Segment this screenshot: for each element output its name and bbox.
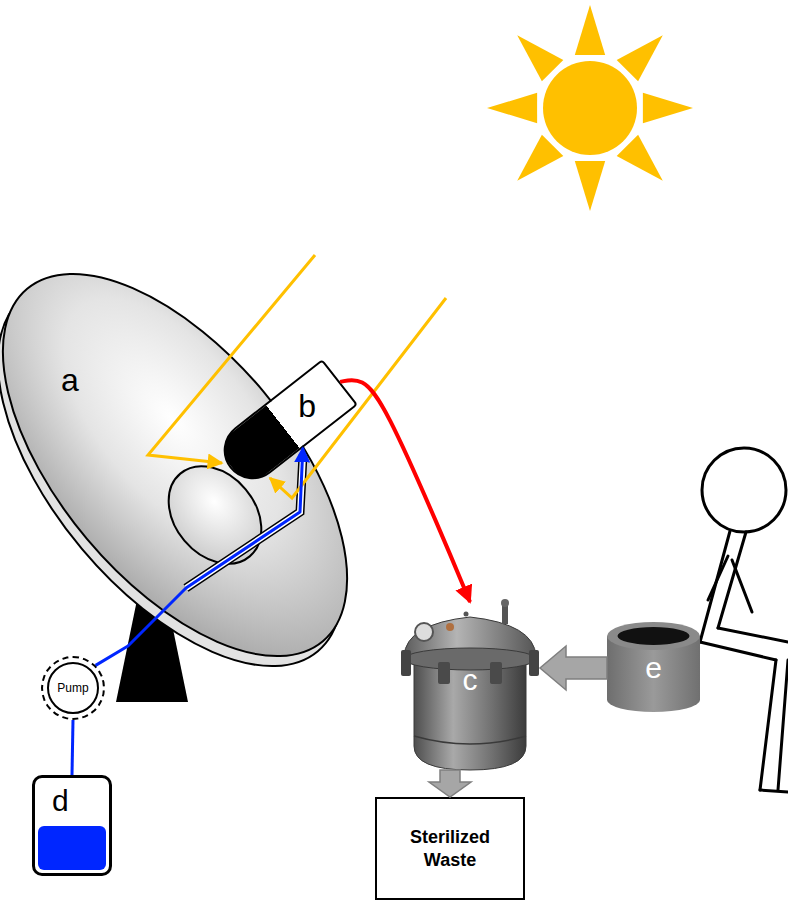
- figure-head: [702, 448, 786, 532]
- waste-output-arrow: [429, 770, 471, 797]
- cooker-band: [414, 736, 526, 744]
- toilet-rim: [607, 622, 700, 650]
- sun-ray: [487, 93, 537, 123]
- solar-dish: [0, 215, 411, 725]
- sun-ray: [575, 5, 605, 55]
- sun-ray: [517, 35, 563, 81]
- sun-disc: [543, 61, 637, 155]
- stick-figure: [700, 448, 788, 792]
- cooker-body: [414, 660, 526, 770]
- water-pipe-arrow: [96, 448, 303, 666]
- pressure-gauge: [415, 623, 433, 641]
- heat-flow-arrow: [340, 380, 470, 602]
- figure-foot: [760, 790, 788, 792]
- part-label: d: [52, 782, 69, 820]
- figure-leg: [778, 660, 788, 790]
- sun: [487, 5, 693, 211]
- toilet: [607, 622, 700, 712]
- figure-leg: [760, 660, 776, 790]
- figure-body: [700, 531, 730, 642]
- part-label: e: [645, 649, 662, 687]
- figure-leg: [718, 628, 788, 642]
- sun-ray: [575, 161, 605, 211]
- part-label: b: [298, 386, 316, 426]
- toilet: e: [607, 622, 700, 714]
- cooker-vent: [501, 599, 509, 607]
- cooker-clamp: [401, 650, 411, 676]
- tank-water: [38, 826, 106, 870]
- figure-arm: [708, 556, 728, 600]
- figure-leg: [700, 642, 776, 660]
- sun-ray: [643, 93, 693, 123]
- connectors: [72, 380, 607, 797]
- figure-arm: [732, 560, 752, 612]
- sun-ray: [617, 135, 663, 181]
- sun-ray: [617, 35, 663, 81]
- output-label: Sterilized Waste: [394, 826, 506, 871]
- pressure-cooker: [401, 599, 539, 770]
- cooker-clamp: [490, 662, 502, 684]
- cooker-inlet: [464, 612, 469, 617]
- sun-ray: [517, 135, 563, 181]
- autoclave: c: [400, 602, 540, 770]
- pump: Pump: [41, 656, 105, 720]
- cooker-valve: [446, 623, 454, 631]
- output-box: Sterilized Waste: [375, 797, 525, 900]
- water-tank: d: [32, 775, 112, 876]
- part-label: c: [463, 661, 478, 699]
- sun-rays-reflected: [148, 255, 446, 498]
- part-label: a: [61, 360, 79, 400]
- cooker-clamp: [529, 650, 539, 676]
- water-pipe: [72, 720, 73, 775]
- waste-input-arrow: [540, 646, 607, 690]
- pump-body: Pump: [47, 662, 99, 714]
- figure-body: [718, 532, 746, 628]
- toilet-opening: [618, 627, 690, 645]
- cooker-clamp: [438, 662, 450, 684]
- pump-label: Pump: [57, 681, 88, 696]
- dish-face: [0, 215, 411, 715]
- parabolic-dish: a: [3, 274, 347, 656]
